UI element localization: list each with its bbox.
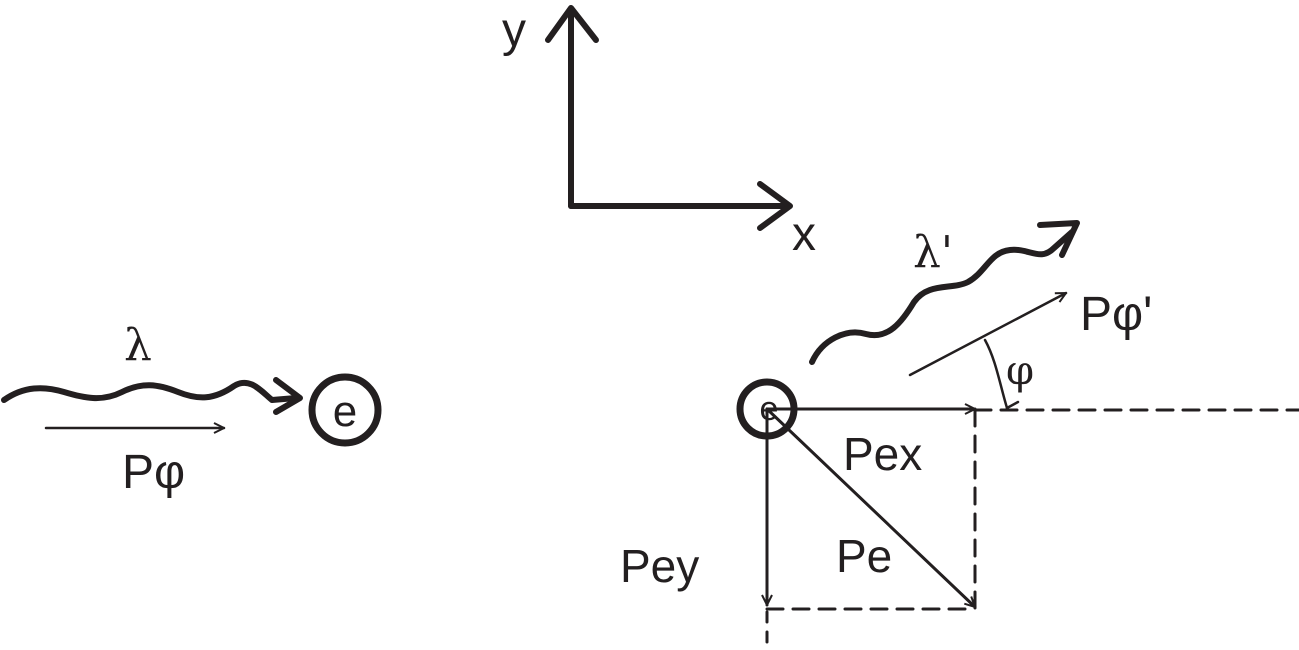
- incident-photon-wave: [1, 379, 299, 403]
- scattered-wavelength-label: λ': [913, 227, 953, 278]
- scattered-photon-wave: [809, 229, 1075, 365]
- scattering-angle-arc: [983, 338, 1009, 410]
- incident-wavelength-label: λ: [124, 320, 152, 371]
- scattered-momentum-arrow: [908, 291, 1066, 377]
- scattered-system-group: e Pex Pey Pe λ' Pφ' φ: [620, 220, 1299, 650]
- scattering-angle-label: φ: [1006, 348, 1034, 394]
- scattering-angle-arc-tick: [1005, 400, 1020, 410]
- x-axis-arrowhead: [757, 181, 793, 231]
- y-axis-label: y: [502, 4, 526, 57]
- coordinate-axes: y x: [502, 4, 816, 261]
- pe-label: Pe: [836, 530, 892, 582]
- pex-label: Pex: [843, 428, 922, 480]
- pey-label: Pey: [620, 540, 699, 592]
- incident-photon-arrowhead: [273, 377, 303, 415]
- incident-electron-label: e: [333, 387, 357, 436]
- scattered-momentum-label: Pφ': [1080, 288, 1152, 341]
- incident-momentum-label: Pφ: [122, 446, 185, 499]
- incident-electron-circle: [308, 373, 382, 447]
- pe-arrow: [765, 407, 975, 607]
- y-axis-arrowhead: [545, 5, 599, 43]
- x-axis-label: x: [792, 208, 816, 261]
- scattered-photon-arrowhead: [1037, 220, 1080, 258]
- incident-photon-group: λ Pφ e: [1, 320, 382, 499]
